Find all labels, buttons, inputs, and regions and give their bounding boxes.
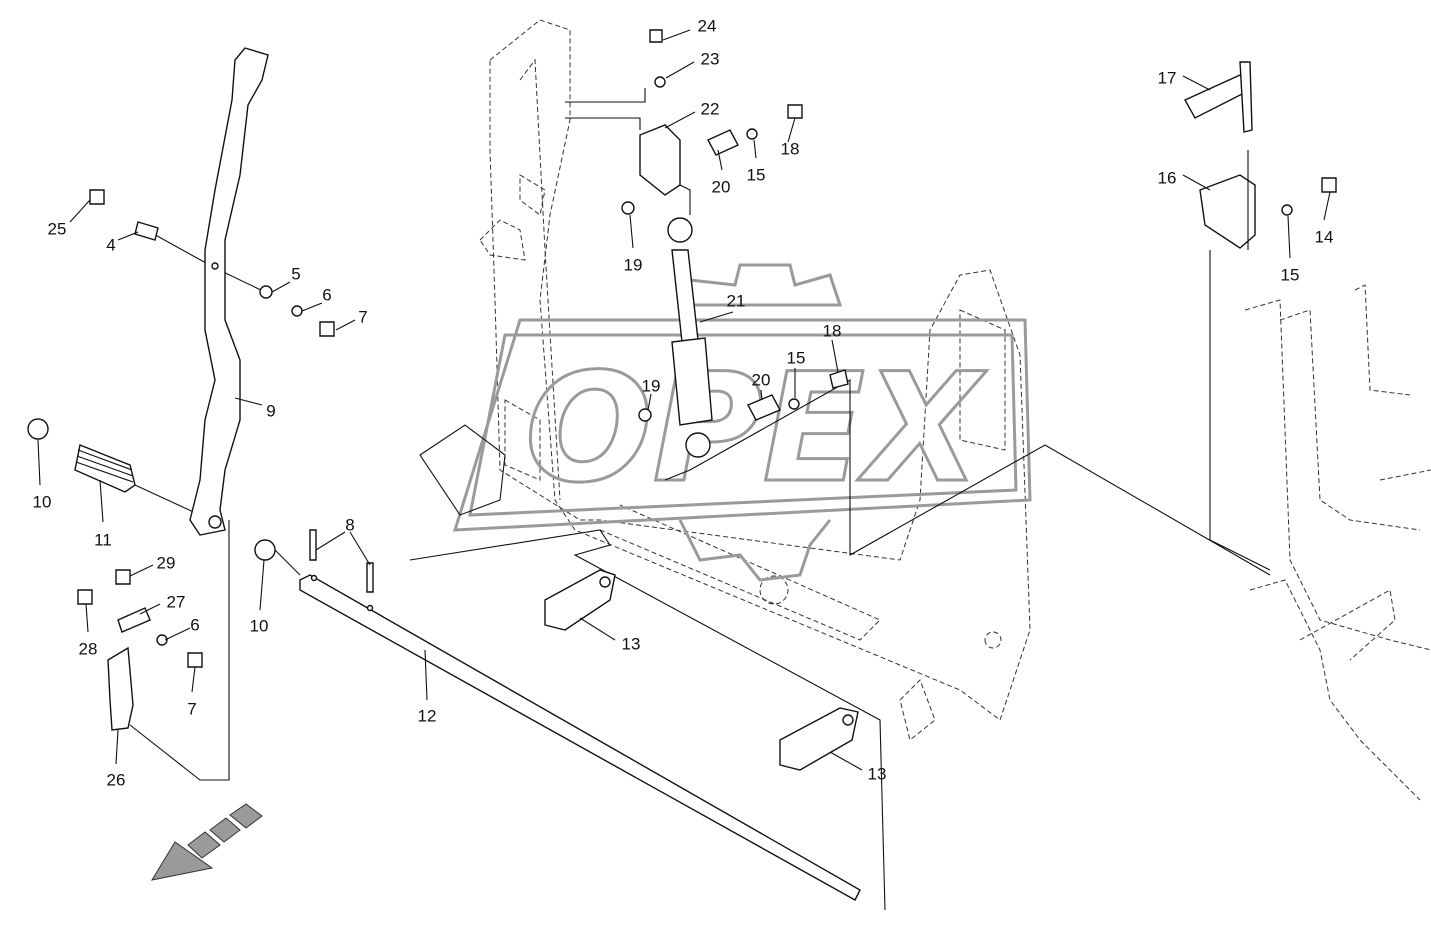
- part-8-pin-b: [366, 562, 374, 593]
- part-9-lever: [189, 47, 269, 536]
- callout-c15c: 15: [1281, 265, 1300, 284]
- callout-c18a: 18: [781, 139, 800, 158]
- part-8-pin-a: [309, 529, 317, 561]
- callout-c7b: 7: [187, 699, 196, 718]
- callout-c12: 12: [418, 706, 437, 725]
- part-22-bracket: [639, 124, 681, 196]
- callout-c28: 28: [79, 639, 98, 658]
- part-10-washer-right: [254, 539, 276, 561]
- callout-c19a: 19: [624, 255, 643, 274]
- frame-dashed-outline: [479, 19, 1031, 741]
- callout-c15a: 15: [747, 165, 766, 184]
- callout-leaders: [37, 29, 1331, 771]
- callout-c22: 22: [701, 99, 720, 118]
- part-13-cam-upper: [544, 569, 616, 631]
- callout-c13a: 13: [622, 634, 641, 653]
- direction-arrow: [150, 803, 263, 881]
- part-11-spring: [74, 444, 136, 493]
- callout-c14: 14: [1315, 227, 1334, 246]
- callout-c10b: 10: [250, 616, 269, 635]
- fasteners: [77, 29, 1337, 731]
- right-frame-dashed: [1244, 284, 1431, 801]
- callout-c10a: 10: [33, 492, 52, 511]
- callout-c23: 23: [701, 49, 720, 68]
- callout-c15b: 15: [787, 348, 806, 367]
- callout-c27: 27: [167, 592, 186, 611]
- callout-c20b: 20: [752, 370, 771, 389]
- callout-c4: 4: [106, 235, 115, 254]
- callout-c21: 21: [727, 291, 746, 310]
- part-21-cylinder: [667, 217, 713, 458]
- callout-c29: 29: [157, 553, 176, 572]
- callout-c24: 24: [698, 16, 717, 35]
- part-20-bush-upper: [707, 129, 739, 156]
- part-16-bracket: [1199, 150, 1256, 250]
- callout-c26: 26: [107, 770, 126, 789]
- callout-c17: 17: [1158, 68, 1177, 87]
- part-12-rod: [299, 574, 861, 901]
- callout-c11: 11: [94, 530, 112, 549]
- watermark-logo: OPEX: [452, 263, 1032, 582]
- callout-c6b: 6: [190, 615, 199, 634]
- callout-c13b: 13: [868, 764, 887, 783]
- callout-c19b: 19: [642, 376, 661, 395]
- part-13-cam-lower: [779, 707, 859, 771]
- callout-c5: 5: [291, 264, 300, 283]
- part-20-bush-lower: [747, 394, 781, 421]
- callout-c16: 16: [1158, 168, 1177, 187]
- callout-c20a: 20: [712, 177, 731, 196]
- callout-c25: 25: [48, 219, 67, 238]
- callout-c9: 9: [266, 401, 275, 420]
- callout-c8: 8: [345, 515, 354, 534]
- callout-c6a: 6: [322, 285, 331, 304]
- callout-c18b: 18: [823, 321, 842, 340]
- part-17-pin: [1184, 61, 1253, 133]
- callout-labels: 24 23 22 18 20 15 19 21 18 15 20 19 17 16 14 15 25 4 5 6 7 9 1…: [33, 16, 1334, 789]
- watermark-text: OPEX: [525, 342, 987, 516]
- callout-c7a: 7: [358, 307, 367, 326]
- part-10-washer-left: [27, 418, 49, 440]
